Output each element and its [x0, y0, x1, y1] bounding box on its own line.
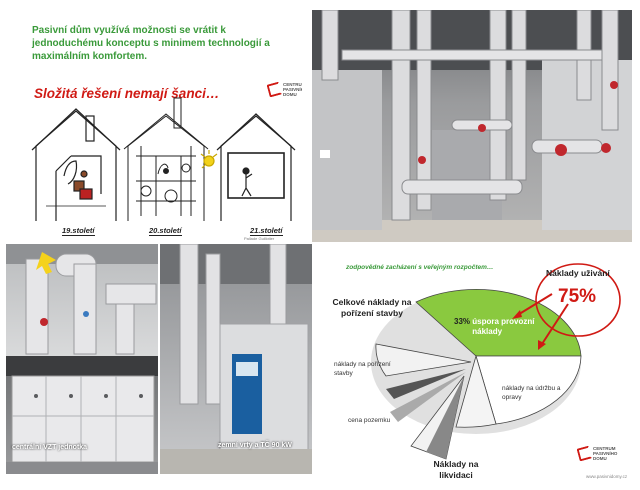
label-user-costs: Náklady uživání: [546, 268, 610, 278]
heatpump-image: [160, 244, 312, 474]
house-19th-century: [31, 108, 121, 221]
arrow-to-green: [515, 293, 553, 317]
slice-land-label: cena pozemku: [348, 417, 391, 424]
centrum-logo-2: CENTRUM PASIVNÍHO DOMU: [576, 445, 618, 462]
budget-heading: zodpovědné zacházení s veřejným rozpočte…: [346, 264, 494, 271]
slice-operating-label: 33% úspora provozní náklady: [454, 317, 552, 337]
website-url: www.pasivnidomy.cz: [586, 474, 628, 479]
budget-slide: zodpovědné zacházení s veřejným rozpočte…: [316, 244, 634, 484]
slice-operating-pct: 33%: [454, 317, 471, 326]
slice-operating-text: úspora provozní náklady: [472, 317, 535, 336]
house-21st-century: [200, 113, 296, 221]
houses-illustration: [31, 97, 296, 221]
arrow-marker: [36, 252, 56, 274]
user-costs-percent: 75%: [558, 286, 597, 307]
label-disposal-costs: Náklady na likvidaci: [433, 459, 479, 480]
pie-edge-grey: [390, 372, 466, 422]
pie-slice-operating: [415, 289, 582, 357]
pie-edge-dark: [386, 369, 466, 399]
hvac-unit-image: [6, 356, 158, 474]
ventilation-pipes-image: [6, 244, 158, 355]
highlight-circle: [535, 263, 621, 337]
label-total-costs: Celkové náklady na pořízení stavby: [332, 297, 412, 318]
caption-heatpump: zemní vrty a TČ 90 kW: [218, 442, 292, 449]
cost-pie-chart: [371, 263, 621, 460]
caption-central-unit: centrální VZT jednotka: [12, 444, 88, 451]
heatpump-photo: zemní vrty a TČ 90 kW: [160, 244, 312, 474]
hvac-unit-photo: centrální VZT jednotka: [6, 356, 158, 474]
slide-intro-text: Pasivní dům využívá možnosti se vrátit k…: [32, 25, 270, 62]
pipes-room-photo: [312, 10, 632, 242]
logo-text: CENTRUM PASIVNÍHO DOMU: [283, 82, 302, 97]
pie-slice-maintenance: [475, 355, 582, 425]
house-label-20: 20.století: [149, 226, 182, 236]
house-label-19: 19.století: [62, 226, 95, 236]
slide-subtitle: Složitá řešení nemají šanci…: [34, 86, 220, 101]
passive-house-slide: Pasivní dům využívá možnosti se vrátit k…: [6, 6, 302, 242]
house-label-21: 21.století: [250, 226, 283, 236]
pie-slice-small: [455, 354, 497, 428]
slice-acquisition-label: náklady na pořízení stavby: [334, 361, 391, 377]
logo-text-2: CENTRUM PASIVNÍHO DOMU: [593, 446, 618, 461]
pie-slice-acquisition: [375, 343, 472, 377]
slice-maintenance-label: náklady na údržbu a opravy: [502, 385, 561, 401]
arrow-to-white: [541, 303, 569, 345]
centrum-logo: CENTRUM PASIVNÍHO DOMU: [266, 81, 302, 98]
house-20th-century: [123, 97, 209, 221]
illustration-credit: Pallade Guillotier: [244, 236, 275, 241]
pipes-photo-image: [312, 10, 632, 242]
ventilation-pipes-photo: [6, 244, 158, 356]
logo-house-icon: [576, 445, 593, 462]
